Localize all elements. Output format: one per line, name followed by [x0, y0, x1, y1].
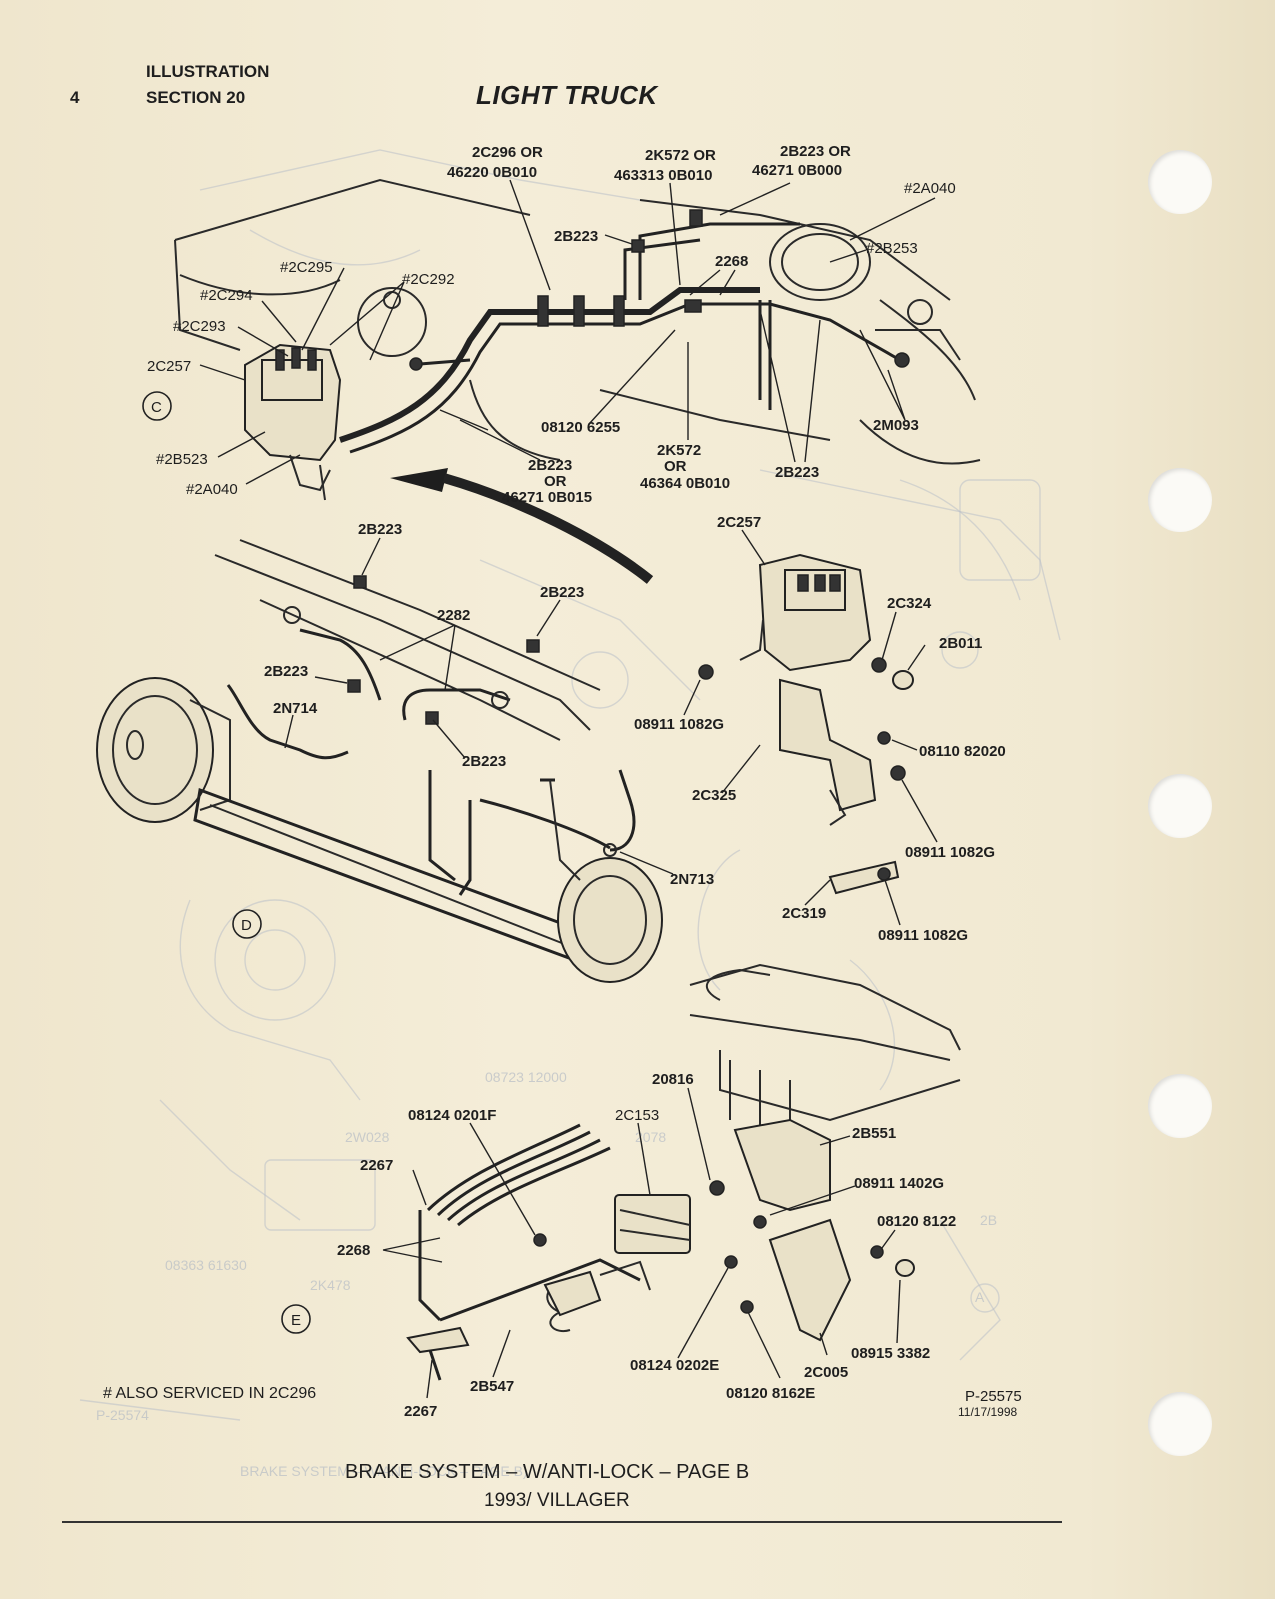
callout-2267-a: 2267 — [360, 1157, 393, 1174]
binder-hole — [1148, 150, 1212, 214]
callout-2b223-or: 2B223 OR — [780, 143, 851, 160]
callout-46271-0b000: 46271 0B000 — [752, 162, 842, 179]
page-title: LIGHT TRUCK — [476, 80, 658, 110]
hcu-bracket-assembly — [698, 553, 914, 895]
view-marker-e: E — [281, 1304, 311, 1334]
ghost-text: 2078 — [635, 1129, 666, 1145]
view-e-underbody — [406, 963, 961, 1381]
callout-2c292: #2C292 — [402, 271, 455, 288]
callout-2b223-d3: 2B223 — [264, 663, 308, 680]
callout-2c296-or: 2C296 OR — [472, 144, 543, 161]
callout-463313-0b010: 463313 0B010 — [614, 167, 712, 184]
callout-2b253: #2B253 — [866, 240, 918, 257]
callout-2n714: 2N714 — [273, 700, 318, 717]
binder-hole — [1148, 468, 1212, 532]
callout-46220-0b010: 46220 0B010 — [447, 164, 537, 181]
callout-08915-3382: 08915 3382 — [851, 1345, 930, 1362]
callout-08120-6255: 08120 6255 — [541, 419, 620, 436]
svg-text:C: C — [151, 399, 162, 416]
callout-08124-0202e: 08124 0202E — [630, 1357, 719, 1374]
callout-08911-1082g-c: 08911 1082G — [878, 927, 968, 944]
callout-2282: 2282 — [437, 607, 470, 624]
callout-2k572: 2K572 — [657, 442, 701, 459]
callout-08120-8122: 08120 8122 — [877, 1213, 956, 1230]
callout-2a040-top: #2A040 — [904, 180, 956, 197]
callout-08911-1402g: 08911 1402G — [854, 1175, 944, 1192]
callout-or: OR — [664, 458, 687, 475]
view-marker-d: D — [232, 909, 262, 939]
ghost-text: 2W028 — [345, 1129, 390, 1145]
callout-2m093: 2M093 — [873, 417, 919, 434]
callout-2b223-or-b: 2B223 — [528, 457, 572, 474]
callout-2268: 2268 — [715, 253, 748, 270]
ghost-text: 2B — [980, 1212, 997, 1228]
illustration-label: ILLUSTRATION — [146, 62, 270, 81]
callout-08124-0201f: 08124 0201F — [408, 1107, 496, 1124]
revision-date: 11/17/1998 — [958, 1405, 1018, 1419]
ghost-text: 08723 12000 — [485, 1069, 567, 1085]
ghost-text: A — [975, 1289, 985, 1305]
callout-2c257: 2C257 — [147, 358, 191, 375]
callout-08120-8162e: 08120 8162E — [726, 1385, 815, 1402]
callout-or: OR — [544, 473, 567, 490]
callout-2b223-d1: 2B223 — [358, 521, 402, 538]
binder-hole — [1148, 774, 1212, 838]
callout-2b551: 2B551 — [852, 1125, 896, 1142]
callout-2c005: 2C005 — [804, 1364, 848, 1381]
footer-rule — [62, 1521, 1062, 1523]
callout-46364-0b010: 46364 0B010 — [640, 475, 730, 492]
callout-08110-82020: 08110 82020 — [919, 743, 1006, 760]
callout-2c293: #2C293 — [173, 318, 226, 335]
part-reference: P-25575 — [965, 1388, 1022, 1405]
callout-2268-e: 2268 — [337, 1242, 370, 1259]
callout-2b223-d2: 2B223 — [540, 584, 584, 601]
callout-2a040-bot: #2A040 — [186, 481, 238, 498]
svg-text:E: E — [291, 1312, 301, 1329]
callout-2c153: 2C153 — [615, 1107, 659, 1124]
svg-text:D: D — [241, 917, 252, 934]
ghost-text: BRAKE SYSTEM – W/ANTI-LOCK – PAGE B) — [240, 1463, 528, 1479]
callout-2b223-c: 2B223 — [775, 464, 819, 481]
callout-2b223-d4: 2B223 — [462, 753, 506, 770]
binder-hole — [1148, 1392, 1212, 1456]
callout-2n713: 2N713 — [670, 871, 714, 888]
callout-2k572-or: 2K572 OR — [645, 147, 716, 164]
callout-2c294: #2C294 — [200, 287, 253, 304]
view-d-rear-axle — [96, 539, 663, 983]
binder-hole — [1148, 1074, 1212, 1138]
callout-46271-0b015: 46271 0B015 — [502, 489, 592, 506]
callout-2c325: 2C325 — [692, 787, 736, 804]
callout-2c319: 2C319 — [782, 905, 826, 922]
callout-2b223: 2B223 — [554, 228, 598, 245]
bleed-through-drawing: 08723 12000 2W028 2078 08363 61630 2K478… — [79, 149, 1061, 1479]
callout-2c295: #2C295 — [280, 259, 333, 276]
callout-08911-1082g-b: 08911 1082G — [905, 844, 995, 861]
caption-model: 1993/ VILLAGER — [484, 1490, 630, 1511]
ghost-text: P-25574 — [96, 1407, 149, 1423]
ghost-text: 08363 61630 — [165, 1257, 247, 1273]
callout-20816: 20816 — [652, 1071, 694, 1088]
caption-title: BRAKE SYSTEM – W/ANTI-LOCK – PAGE B — [345, 1461, 750, 1483]
view-marker-c: C — [142, 391, 172, 421]
callout-2b523: #2B523 — [156, 451, 208, 468]
footnote: # ALSO SERVICED IN 2C296 — [103, 1385, 317, 1402]
callout-2b011: 2B011 — [939, 635, 982, 652]
leader-lines — [199, 179, 938, 1399]
callout-2c257-b: 2C257 — [717, 514, 761, 531]
callout-2c324: 2C324 — [887, 595, 932, 612]
ghost-text: 2K478 — [310, 1277, 351, 1293]
section-label: SECTION 20 — [146, 88, 246, 107]
callout-2267-b: 2267 — [404, 1403, 437, 1420]
callout-08911-1082g-a: 08911 1082G — [634, 716, 724, 733]
page-number: 4 — [70, 88, 80, 107]
callout-2b547: 2B547 — [470, 1378, 514, 1395]
